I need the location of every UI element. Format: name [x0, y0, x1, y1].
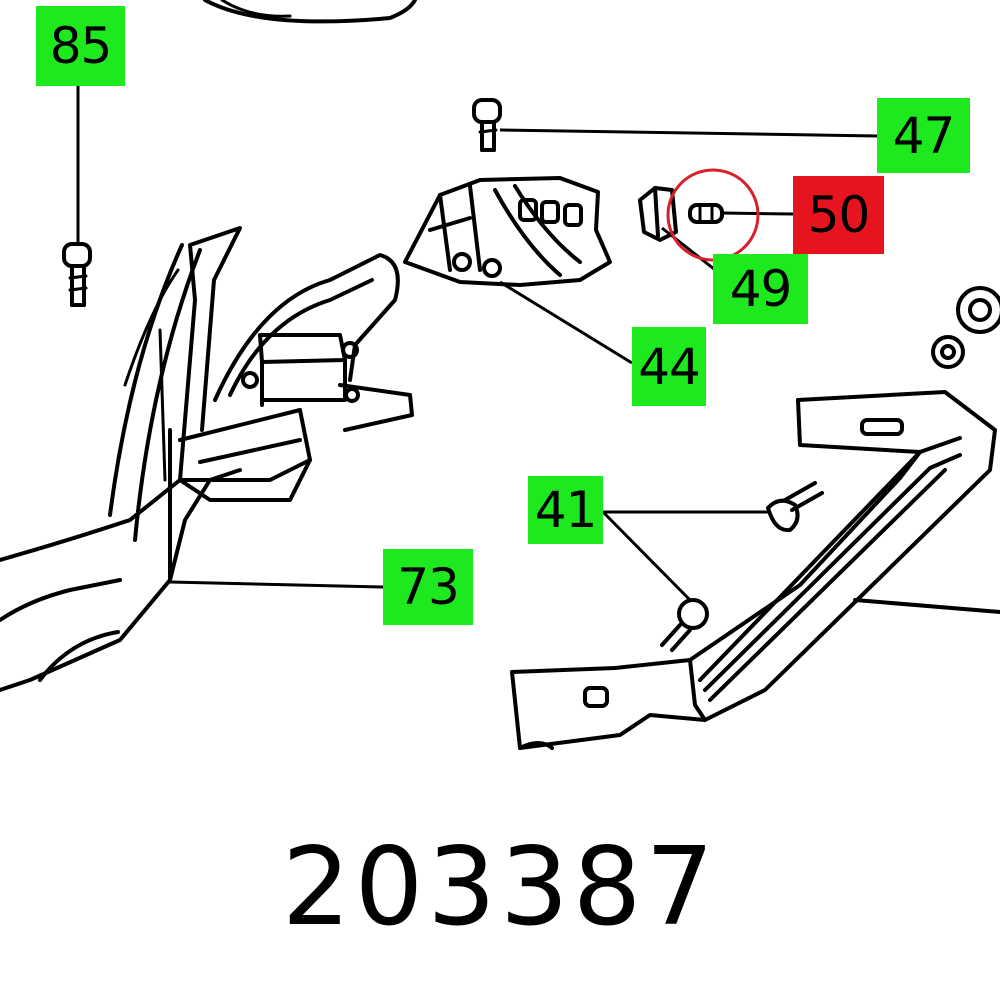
- angle-housing-73: [0, 226, 242, 692]
- callout-50[interactable]: 50: [793, 176, 884, 254]
- callout-50-label: 50: [807, 186, 871, 244]
- line-art-drawing: [0, 0, 1000, 750]
- callout-41-label: 41: [534, 481, 598, 539]
- callout-41[interactable]: 41: [528, 476, 603, 544]
- callout-49[interactable]: 49: [713, 254, 808, 324]
- top-cut-part: [203, 0, 417, 24]
- callout-73-label: 73: [397, 558, 460, 616]
- callout-49-label: 49: [729, 260, 793, 318]
- slide-rail: [510, 390, 1000, 750]
- pin-50: [688, 203, 724, 224]
- screw-85: [62, 242, 92, 307]
- callout-44[interactable]: 44: [632, 327, 706, 406]
- guide-block-44: [403, 176, 612, 287]
- screw-41-lower: [660, 598, 709, 652]
- carriage-arm: [178, 253, 414, 502]
- screw-41-upper: [766, 481, 824, 533]
- screw-47: [472, 98, 502, 152]
- callout-47[interactable]: 47: [877, 98, 970, 173]
- part-number: 203387: [281, 825, 719, 950]
- callout-73[interactable]: 73: [383, 549, 473, 625]
- callout-85[interactable]: 85: [36, 6, 125, 86]
- callout-44-label: 44: [638, 337, 701, 396]
- right-edge-parts: [931, 286, 1000, 369]
- callout-47-label: 47: [892, 106, 956, 165]
- bracket-49: [638, 186, 678, 242]
- callout-85-label: 85: [49, 17, 113, 75]
- leader-lines: [76, 86, 878, 602]
